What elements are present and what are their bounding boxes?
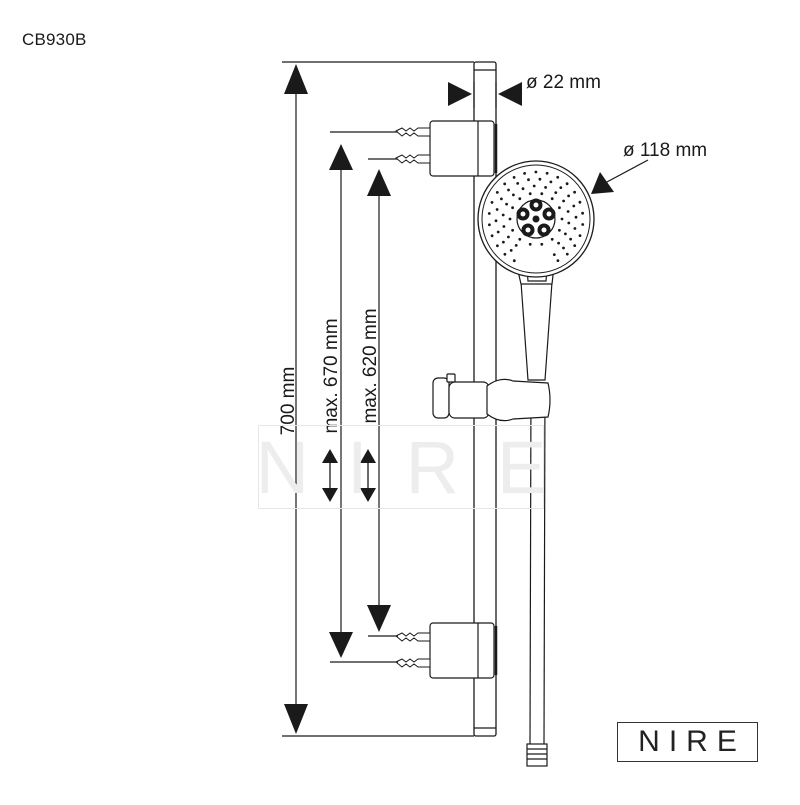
nozzle-dot bbox=[581, 223, 585, 226]
nozzle-dot bbox=[518, 197, 522, 201]
nozzle-dot bbox=[500, 197, 503, 201]
nozzle-dot bbox=[511, 206, 514, 210]
nozzle-dot bbox=[540, 242, 544, 246]
nozzle-dot bbox=[565, 182, 569, 186]
nozzle-dot bbox=[558, 228, 561, 232]
nozzle-dot bbox=[490, 201, 494, 204]
brand-logo: NIRE bbox=[617, 722, 758, 762]
adjustment-arrow-inner bbox=[360, 449, 376, 502]
outer-spacing-label: max. 670 mm bbox=[321, 318, 342, 433]
head-diameter-leader bbox=[591, 159, 649, 194]
nozzle-dot bbox=[488, 223, 491, 227]
rail-diameter-label: ø 22 mm bbox=[526, 72, 601, 93]
nozzle-dot bbox=[554, 191, 558, 195]
nozzle-dot bbox=[501, 213, 505, 217]
spray-nozzles bbox=[487, 170, 585, 263]
nozzle-dot bbox=[502, 225, 506, 228]
nozzle-dot bbox=[494, 219, 498, 223]
nozzle-dot bbox=[569, 237, 572, 241]
nozzle-dot bbox=[540, 192, 544, 196]
total-height-label: 700 mm bbox=[278, 367, 299, 436]
adjustment-arrow-outer bbox=[322, 449, 338, 502]
nozzle-dot bbox=[573, 190, 576, 194]
nozzle-dot bbox=[496, 230, 500, 234]
slider-holder bbox=[432, 373, 551, 422]
nozzle-dot bbox=[496, 244, 499, 248]
nozzle-dot bbox=[560, 217, 564, 221]
nozzle-dot bbox=[495, 191, 499, 194]
model-code: CB930B bbox=[22, 30, 87, 49]
bottom-wall-plugs bbox=[395, 632, 431, 668]
shower-head bbox=[477, 160, 595, 278]
nozzle-dot bbox=[512, 176, 516, 179]
nozzle-dot bbox=[564, 232, 567, 236]
nozzle-dot bbox=[490, 234, 494, 238]
nozzle-dot bbox=[545, 171, 549, 175]
nozzle-dot bbox=[544, 186, 547, 189]
brand-watermark: NIRE bbox=[255, 425, 585, 509]
nozzle-dot bbox=[556, 175, 560, 179]
nozzle-dot bbox=[574, 215, 578, 219]
total-height-dimension bbox=[282, 61, 474, 737]
nozzle-dot bbox=[528, 192, 532, 196]
nozzle-dot bbox=[550, 237, 554, 241]
inner-spacing-dimension bbox=[367, 158, 398, 637]
nozzle-dot bbox=[532, 184, 536, 188]
nozzle-dot bbox=[512, 193, 515, 197]
nozzle-dot bbox=[559, 186, 563, 190]
nozzle-dot bbox=[572, 204, 576, 208]
nozzle-dot bbox=[503, 182, 507, 186]
nozzle-dot bbox=[562, 199, 565, 203]
nozzle-dot bbox=[527, 178, 530, 182]
nozzle-dot bbox=[550, 197, 554, 201]
nozzle-dot bbox=[495, 208, 499, 211]
nozzle-dot bbox=[562, 246, 565, 250]
nozzle-dot bbox=[534, 170, 538, 174]
nozzle-dot bbox=[578, 234, 582, 238]
bottom-wall-bracket bbox=[429, 622, 498, 679]
nozzle-dot bbox=[581, 211, 584, 215]
nozzle-dot bbox=[578, 200, 582, 204]
nozzle-dot bbox=[538, 177, 542, 181]
nozzle-dot bbox=[557, 241, 560, 245]
nozzle-dot bbox=[509, 249, 513, 252]
nozzle-dot bbox=[567, 194, 570, 198]
nozzle-dot bbox=[505, 202, 508, 206]
nozzle-dot bbox=[507, 188, 510, 192]
nozzle-dot bbox=[507, 235, 510, 239]
nozzle-dot bbox=[502, 240, 505, 244]
nozzle-dot bbox=[573, 244, 577, 248]
nozzle-dot bbox=[512, 259, 516, 263]
nozzle-dot bbox=[521, 187, 525, 191]
nozzle-dot bbox=[552, 253, 556, 256]
nozzle-dot bbox=[523, 172, 526, 175]
nozzle-dot bbox=[508, 217, 512, 221]
nozzle-dot bbox=[528, 242, 532, 246]
shower-hose bbox=[526, 382, 548, 767]
head-diameter-label: ø 118 mm bbox=[623, 140, 707, 161]
nozzle-dot bbox=[516, 182, 520, 185]
nozzle-dot bbox=[566, 210, 570, 213]
top-wall-plugs bbox=[395, 127, 431, 164]
nozzle-dot bbox=[573, 227, 577, 230]
top-wall-bracket bbox=[429, 120, 498, 177]
nozzle-dot bbox=[556, 259, 560, 262]
rail-diameter-dimension bbox=[448, 82, 522, 108]
nozzle-dot bbox=[511, 228, 514, 232]
inner-spacing-label: max. 620 mm bbox=[360, 308, 381, 423]
nozzle-dot bbox=[567, 221, 571, 225]
nozzle-dot bbox=[549, 180, 553, 184]
outer-spacing-dimension bbox=[329, 131, 398, 663]
nozzle-dot bbox=[565, 252, 569, 256]
nozzle-dot bbox=[503, 252, 507, 256]
nozzle-dot bbox=[518, 237, 522, 241]
nozzle-dot bbox=[558, 206, 561, 210]
nozzle-dot bbox=[514, 244, 518, 247]
nozzle-dot bbox=[487, 212, 491, 215]
